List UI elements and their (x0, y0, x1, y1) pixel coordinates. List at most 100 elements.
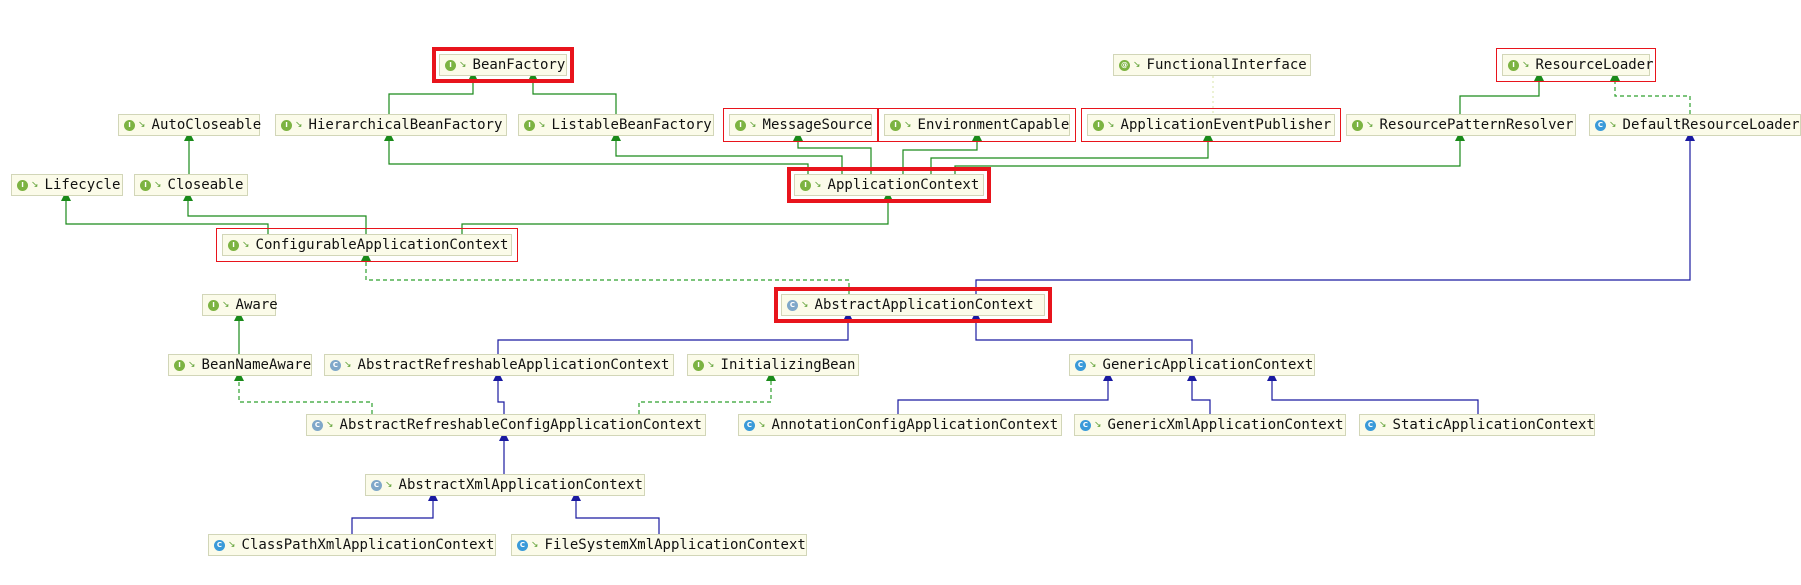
interface-type-icon: I (445, 59, 456, 71)
interface-type-icon: I (174, 359, 185, 371)
node-abstract-refreshable-application-context[interactable]: C↘AbstractRefreshableApplicationContext (324, 354, 674, 376)
node-application-context[interactable]: I↘ApplicationContext (794, 174, 984, 196)
node-abstract-refreshable-config-application-context[interactable]: C↘ AbstractRefreshableConfigApplicationCo… (306, 414, 706, 436)
inheritance-edge (611, 131, 843, 174)
annotation-type-icon: @ (1119, 59, 1130, 71)
node-resource-loader[interactable]: I↘ResourceLoader (1502, 54, 1654, 76)
node-auto-closeable[interactable]: I↘ AutoCloseable (118, 114, 262, 136)
node-label: AnnotationConfigApplicationContext (771, 417, 1059, 433)
inheritance-edge (930, 131, 1213, 174)
visibility-icon: ↘ (385, 480, 393, 490)
inheritance-edge (897, 371, 1113, 414)
node-label: BeanNameAware (201, 357, 312, 373)
inheritance-edge (461, 191, 893, 234)
node-lifecycle[interactable]: I↘Lifecycle (11, 174, 123, 196)
node-bean-factory[interactable]: I↘ BeanFactory (439, 54, 567, 76)
visibility-icon: ↘ (1107, 120, 1115, 130)
node-hierarchical-bean-factory[interactable]: I↘HierarchicalBeanFactory (275, 114, 507, 136)
visibility-icon: ↘ (138, 120, 146, 130)
node-abstract-xml-application-context[interactable]: C↘AbstractXmlApplicationContext (365, 474, 645, 496)
visibility-icon: ↘ (1133, 60, 1141, 70)
inheritance-edge (493, 371, 505, 414)
visibility-icon: ↘ (222, 300, 230, 310)
visibility-icon: ↘ (1379, 420, 1387, 430)
interface-type-icon: I (524, 119, 535, 131)
visibility-icon: ↘ (758, 420, 766, 430)
visibility-icon: ↘ (228, 540, 236, 550)
node-label: ListableBeanFactory (551, 117, 712, 133)
inheritance-edge (1610, 71, 1691, 114)
node-label: ResourceLoader (1535, 57, 1654, 73)
visibility-icon: ↘ (1366, 120, 1374, 130)
node-label: AutoCloseable (151, 117, 262, 133)
node-label: HierarchicalBeanFactory (308, 117, 503, 133)
interface-type-icon: I (1352, 119, 1363, 131)
inheritance-edge (528, 71, 617, 114)
node-closeable[interactable]: I↘Closeable (134, 174, 248, 196)
inheritance-edge (388, 71, 478, 114)
inheritance-edge (975, 131, 1695, 294)
visibility-icon: ↘ (749, 120, 757, 130)
node-aware[interactable]: I↘ Aware (202, 294, 278, 316)
node-default-resource-loader[interactable]: C↘DefaultResourceLoader (1589, 114, 1801, 136)
inheritance-edge (384, 131, 809, 174)
visibility-icon: ↘ (344, 360, 352, 370)
inheritance-edge (183, 191, 367, 234)
node-listable-bean-factory[interactable]: I↘ListableBeanFactory (518, 114, 714, 136)
node-label: AbstractApplicationContext (814, 297, 1034, 313)
inheritance-edge (234, 371, 373, 414)
node-initializing-bean[interactable]: I↘InitializingBean (687, 354, 859, 376)
visibility-icon: ↘ (242, 240, 250, 250)
node-label: Lifecycle (44, 177, 121, 193)
node-message-source[interactable]: I↘ MessageSource (729, 114, 872, 136)
node-application-event-publisher[interactable]: I↘ApplicationEventPublisher (1087, 114, 1335, 136)
inheritance-edge (902, 131, 982, 174)
node-file-system-xml-application-context[interactable]: C↘FileSystemXmlApplicationContext (511, 534, 807, 556)
node-label: DefaultResourceLoader (1622, 117, 1800, 133)
interface-type-icon: I (124, 119, 135, 131)
node-label: MessageSource (762, 117, 873, 133)
visibility-icon: ↘ (1609, 120, 1617, 130)
node-resource-pattern-resolver[interactable]: I↘ ResourcePatternResolver (1346, 114, 1576, 136)
visibility-icon: ↘ (904, 120, 912, 130)
inheritance-edge (1187, 371, 1211, 414)
inheritance-edge (351, 491, 438, 534)
node-generic-application-context[interactable]: C↘GenericApplicationContext (1069, 354, 1315, 376)
node-generic-xml-application-context[interactable]: C↘GenericXmlApplicationContext (1074, 414, 1346, 436)
node-class-path-xml-application-context[interactable]: C↘ClassPathXmlApplicationContext (208, 534, 496, 556)
inheritance-edge (61, 191, 269, 234)
interface-type-icon: I (890, 119, 901, 131)
abstract-type-icon: C (312, 419, 323, 431)
interface-type-icon: I (693, 359, 704, 371)
visibility-icon: ↘ (459, 60, 467, 70)
node-label: Closeable (167, 177, 244, 193)
node-label: Aware (235, 297, 278, 313)
node-abstract-application-context[interactable]: C↘ AbstractApplicationContext (781, 294, 1045, 316)
node-label: FileSystemXmlApplicationContext (544, 537, 806, 553)
node-bean-name-aware[interactable]: I↘BeanNameAware (168, 354, 312, 376)
visibility-icon: ↘ (1522, 60, 1530, 70)
interface-type-icon: I (735, 119, 746, 131)
interface-type-icon: I (208, 299, 219, 311)
node-label: FunctionalInterface (1146, 57, 1307, 73)
node-environment-capable[interactable]: I↘ EnvironmentCapable (884, 114, 1070, 136)
visibility-icon: ↘ (707, 360, 715, 370)
inheritance-edge (361, 251, 850, 294)
inheritance-edge (971, 311, 1193, 354)
node-label: AbstractRefreshableConfigApplicationCont… (339, 417, 702, 433)
node-functional-interface[interactable]: @↘ FunctionalInterface (1113, 54, 1311, 76)
node-static-application-context[interactable]: C↘StaticApplicationContext (1359, 414, 1595, 436)
node-label: BeanFactory (472, 57, 566, 73)
interface-type-icon: I (17, 179, 28, 191)
visibility-icon: ↘ (801, 300, 809, 310)
interface-type-icon: I (1093, 119, 1104, 131)
visibility-icon: ↘ (326, 420, 334, 430)
abstract-type-icon: C (787, 299, 798, 311)
node-label: EnvironmentCapable (917, 117, 1070, 133)
node-label: ResourcePatternResolver (1379, 117, 1574, 133)
node-annotation-config-application-context[interactable]: C↘AnnotationConfigApplicationContext (738, 414, 1062, 436)
inheritance-edge (638, 371, 776, 414)
node-configurable-application-context[interactable]: I↘ConfigurableApplicationContext (222, 234, 512, 256)
class-type-icon: C (1075, 359, 1086, 371)
